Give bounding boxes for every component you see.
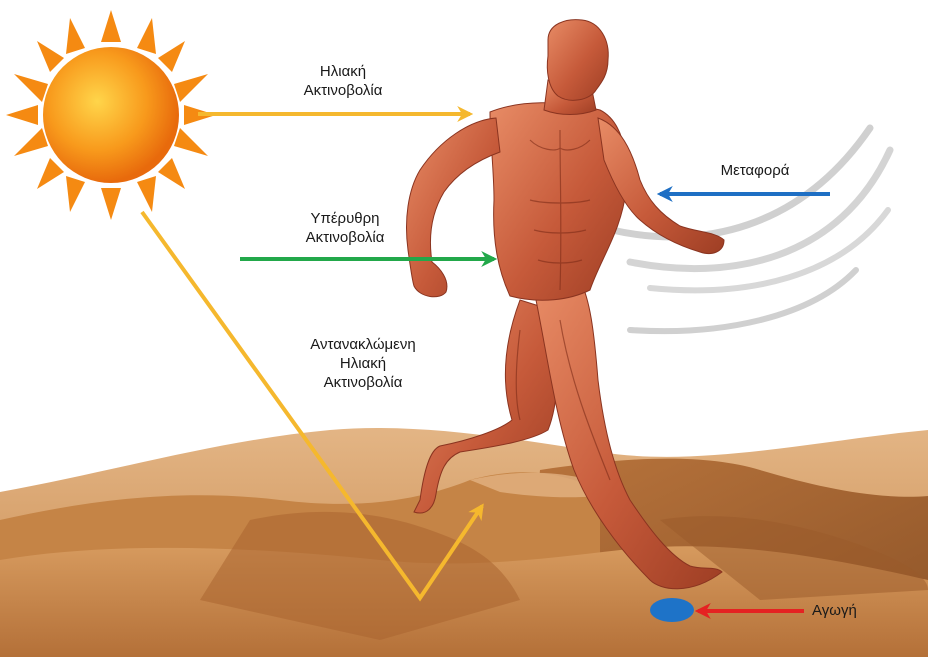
ground-contact-patch (650, 598, 694, 622)
convection-label-text: Μεταφορά (700, 161, 810, 180)
reflected-radiation-label-line1: Αντανακλώμενη (283, 335, 443, 354)
solar-radiation-label: Ηλιακή Ακτινοβολία (268, 62, 418, 100)
conduction-label: Αγωγή (812, 601, 892, 620)
infrared-radiation-label-line1: Υπέρυθρη (270, 209, 420, 228)
infrared-radiation-label-line2: Ακτινοβολία (270, 228, 420, 247)
convection-label: Μεταφορά (700, 161, 810, 180)
conduction-label-text: Αγωγή (812, 601, 892, 620)
solar-radiation-label-line2: Ακτινοβολία (268, 81, 418, 100)
reflected-radiation-label-line2: Ηλιακή (283, 354, 443, 373)
infrared-radiation-label: Υπέρυθρη Ακτινοβολία (270, 209, 420, 247)
solar-radiation-label-line1: Ηλιακή (268, 62, 418, 81)
sun-icon (6, 10, 216, 220)
reflected-radiation-label: Αντανακλώμενη Ηλιακή Ακτινοβολία (283, 335, 443, 392)
desert-dunes (0, 428, 928, 657)
reflected-radiation-label-line3: Ακτινοβολία (283, 373, 443, 392)
